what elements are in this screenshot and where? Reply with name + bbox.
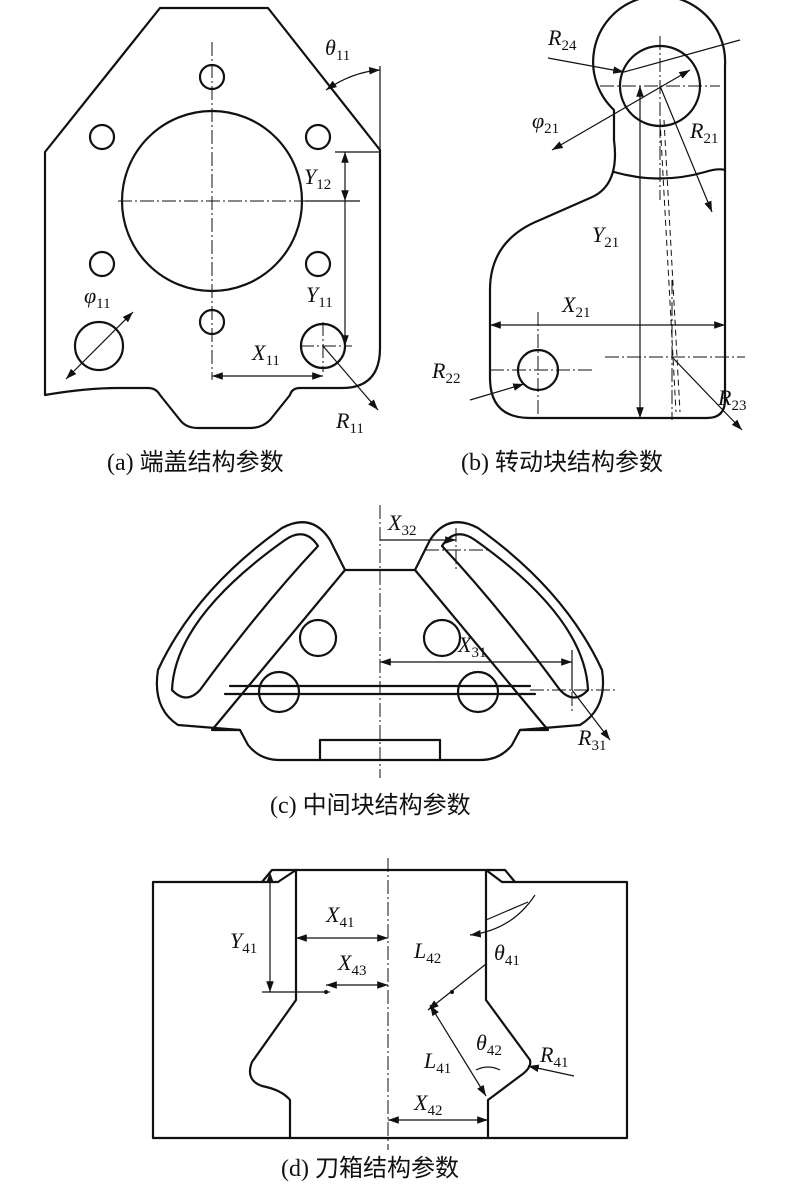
- label-R41: R41: [539, 1042, 568, 1071]
- label-R24: R24: [547, 25, 577, 54]
- right-slot: [440, 533, 590, 699]
- label-R21: R21: [689, 118, 718, 147]
- label-theta42: θ42: [476, 1030, 502, 1059]
- tool-box-outline: [151, 868, 629, 1140]
- label-Y11: Y11: [306, 282, 333, 311]
- label-X31: X31: [457, 632, 486, 661]
- label-theta41: θ41: [494, 940, 520, 969]
- caption-b: (b) 转动块结构参数: [461, 449, 663, 476]
- label-theta11: θ11: [325, 35, 350, 64]
- label-R31: R31: [577, 725, 606, 754]
- left-slot: [170, 533, 320, 699]
- bolt-hole: [304, 250, 332, 278]
- bolt-hole: [88, 250, 116, 278]
- label-L41: L41: [423, 1048, 451, 1077]
- label-Y21: Y21: [592, 222, 619, 251]
- label-L42: L42: [413, 938, 441, 967]
- label-X42: X42: [413, 1090, 442, 1119]
- diagram-rotating-block: R24 φ21 R21 Y21 X21 R22 R23 (b) 转动块结构参数: [431, 0, 746, 476]
- label-R11: R11: [335, 408, 364, 437]
- label-phi11: φ11: [84, 283, 111, 312]
- caption-a: (a) 端盖结构参数: [107, 449, 284, 476]
- caption-d: (d) 刀箱结构参数: [281, 1155, 459, 1182]
- hole: [456, 670, 500, 714]
- label-X11: X11: [251, 340, 280, 369]
- label-R23: R23: [717, 385, 746, 414]
- diagram-end-cover: θ11 Y12 φ11 Y11 X11 R11 (a) 端盖结构参数: [43, 6, 382, 476]
- hole: [298, 618, 338, 658]
- caption-c: (c) 中间块结构参数: [270, 792, 471, 819]
- label-Y12: Y12: [304, 164, 331, 193]
- diagram-tool-box: Y41 X41 X43 L42 θ41 L41 θ42 R41 X42 (d) …: [151, 858, 629, 1182]
- rotating-block-outline: [488, 0, 727, 420]
- label-X43: X43: [337, 950, 366, 979]
- hole: [257, 670, 301, 714]
- middle-block-outline: [155, 521, 605, 762]
- label-R22: R22: [431, 358, 460, 387]
- tool-box-cavity: [248, 868, 298, 1140]
- label-Y41: Y41: [230, 928, 257, 957]
- diagram-middle-block: X32 X31 R31 (c) 中间块结构参数: [155, 505, 618, 819]
- bolt-hole: [88, 123, 116, 151]
- bolt-hole: [304, 123, 332, 151]
- label-X41: X41: [325, 902, 354, 931]
- label-X21: X21: [561, 292, 590, 321]
- label-phi21: φ21: [532, 108, 559, 137]
- hole: [422, 618, 462, 658]
- label-X32: X32: [387, 510, 416, 539]
